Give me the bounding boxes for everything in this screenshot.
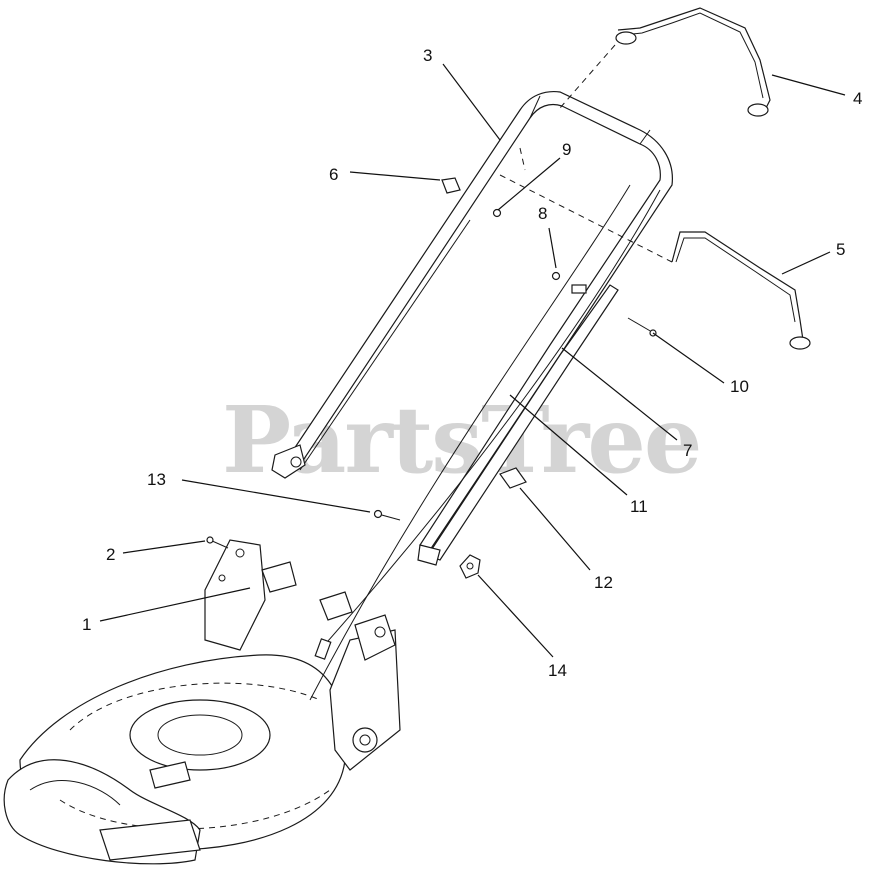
leader-lines <box>99 63 846 658</box>
clip <box>441 177 461 194</box>
callout-9: 9 <box>562 140 571 159</box>
callout-12: 12 <box>594 573 613 592</box>
handle-bolt <box>373 509 401 521</box>
callout-7: 7 <box>683 441 692 460</box>
bolt <box>627 317 657 337</box>
callout-5: 5 <box>836 240 845 259</box>
callout-14: 14 <box>548 661 567 680</box>
callout-labels: 1 2 3 4 5 6 7 8 9 10 11 12 13 14 <box>82 46 862 680</box>
lower-handle <box>417 284 619 566</box>
bail-bar-upper <box>615 7 771 117</box>
watermark: PartsTree <box>222 386 700 494</box>
mower-deck <box>3 629 401 865</box>
cable-clip <box>271 444 306 479</box>
handle-knob <box>459 554 481 579</box>
cable-bracket <box>499 467 527 489</box>
callout-8: 8 <box>538 204 547 223</box>
callout-4: 4 <box>853 89 862 108</box>
assembly-guide-lines <box>499 44 673 263</box>
nut <box>492 208 502 218</box>
height-adjuster-bracket <box>204 539 297 651</box>
callout-6: 6 <box>329 165 338 184</box>
callout-2: 2 <box>106 545 115 564</box>
screw <box>206 536 229 549</box>
handle-pivot-bracket <box>319 591 396 661</box>
nut-8 <box>551 271 587 294</box>
callout-13: 13 <box>147 470 166 489</box>
control-cables <box>299 184 661 701</box>
callout-10: 10 <box>730 377 749 396</box>
callout-3: 3 <box>423 46 432 65</box>
callout-11: 11 <box>630 497 648 516</box>
callout-1: 1 <box>82 615 91 634</box>
bail-bar-lower <box>671 231 811 350</box>
